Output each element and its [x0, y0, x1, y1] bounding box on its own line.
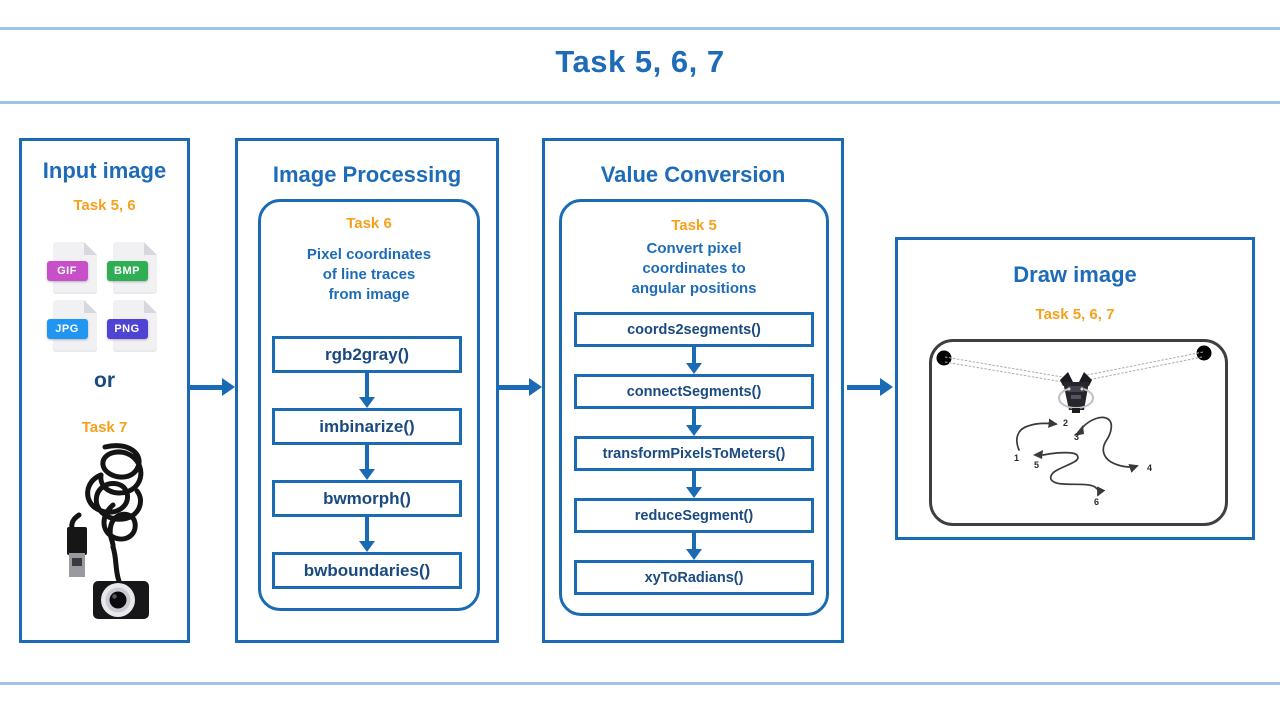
flow-arrow-3	[847, 375, 893, 399]
flow-arrow-1	[190, 375, 235, 399]
down-arrow-icon	[574, 533, 814, 560]
conversion-column-title: Value Conversion	[600, 162, 786, 187]
conversion-inner-box: Task 5 Convert pixel coordinates to angu…	[559, 199, 829, 616]
value-conversion-column: Value Conversion Task 5 Convert pixel co…	[542, 138, 844, 643]
trace-number-2: 2	[1063, 418, 1069, 428]
function-box: bwmorph()	[272, 480, 462, 517]
flow-arrow-2	[499, 375, 542, 399]
trace-paths	[1016, 416, 1139, 497]
input-task7-label: Task 7	[81, 419, 128, 436]
input-image-column: Input image Task 5, 6 GIF BMP JPG PNG or…	[19, 138, 190, 643]
file-type-badge: JPG	[46, 319, 88, 339]
draw-task-label: Task 5, 6, 7	[1035, 306, 1115, 323]
down-arrow-icon	[574, 471, 814, 498]
draw-column-title: Draw image	[1013, 262, 1137, 287]
conversion-task-label: Task 5	[671, 217, 717, 234]
draw-image-column: Draw image Task 5, 6, 7	[895, 237, 1255, 540]
conversion-function-list: coords2segments() connectSegments() tran…	[574, 312, 814, 595]
bottom-divider-line	[0, 682, 1280, 685]
input-column-title: Input image	[42, 158, 167, 183]
function-box: xyToRadians()	[574, 560, 814, 595]
input-task-label: Task 5, 6	[73, 197, 136, 214]
hanging-strings	[944, 351, 1204, 384]
down-arrow-icon	[574, 409, 814, 436]
top-divider-line	[0, 27, 1280, 30]
usb-plug-body	[67, 527, 87, 555]
function-box: bwboundaries()	[272, 552, 462, 589]
or-label: or	[94, 369, 115, 392]
file-document-icon: JPG	[46, 300, 97, 350]
processing-function-list: rgb2gray() imbinarize() bwmorph() bwboun…	[272, 336, 462, 589]
anchor-dot-right	[1196, 345, 1212, 361]
function-box: imbinarize()	[272, 408, 462, 445]
image-processing-column: Image Processing Task 6 Pixel coordinate…	[235, 138, 499, 643]
trace-number-6: 6	[1094, 497, 1100, 507]
conversion-description: Convert pixel coordinates to angular pos…	[631, 240, 757, 297]
down-arrow-icon	[272, 517, 462, 552]
function-box: transformPixelsToMeters()	[574, 436, 814, 471]
file-type-badge: GIF	[46, 261, 88, 281]
file-type-badge: BMP	[106, 261, 148, 281]
trace-number-3: 3	[1074, 432, 1080, 442]
down-arrow-icon	[272, 445, 462, 480]
anchor-dot-left	[936, 350, 952, 366]
function-box: connectSegments()	[574, 374, 814, 409]
function-box: coords2segments()	[574, 312, 814, 347]
down-arrow-icon	[574, 347, 814, 374]
file-document-icon: PNG	[106, 300, 157, 350]
drawing-canvas: 1 2 3 4 5 6	[929, 339, 1228, 526]
file-type-icon-grid: GIF BMP JPG PNG	[22, 242, 187, 350]
processing-task-label: Task 6	[346, 215, 392, 232]
file-document-icon: GIF	[46, 242, 97, 292]
file-type-badge: PNG	[106, 319, 148, 339]
trace-number-1: 1	[1014, 453, 1020, 463]
trace-number-4: 4	[1147, 463, 1153, 473]
file-document-icon: BMP	[106, 242, 157, 292]
function-box: rgb2gray()	[272, 336, 462, 373]
down-arrow-icon	[272, 373, 462, 408]
trace-number-5: 5	[1034, 460, 1040, 470]
processing-inner-box: Task 6 Pixel coordinates of line traces …	[258, 199, 480, 611]
function-box: reduceSegment()	[574, 498, 814, 533]
plotter-robot-drawing-icon	[936, 345, 1212, 497]
usb-webcam-icon	[67, 443, 149, 619]
processing-column-title: Image Processing	[272, 162, 462, 187]
page-title: Task 5, 6, 7	[555, 44, 725, 79]
header-divider-line	[0, 101, 1280, 104]
processing-description: Pixel coordinates of line traces from im…	[306, 246, 432, 303]
drawing-robot-icon	[1058, 372, 1094, 413]
